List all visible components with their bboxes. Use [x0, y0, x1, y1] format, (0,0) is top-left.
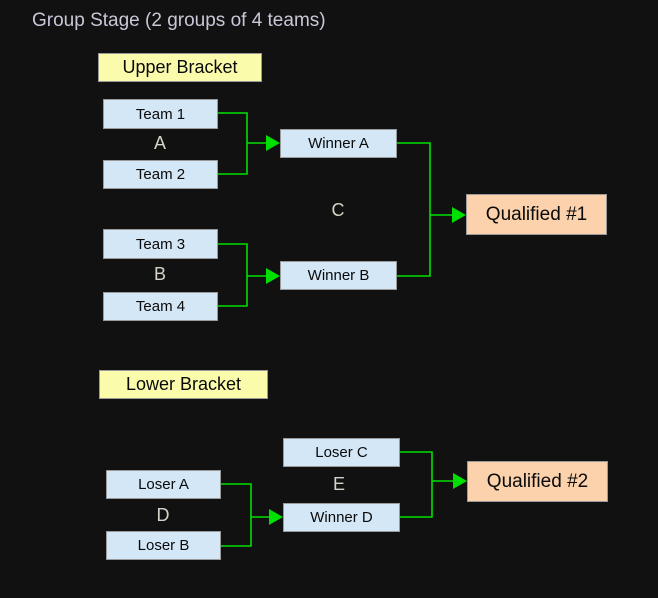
arrowhead-edge-match-a	[266, 135, 280, 151]
node-loser-c: Loser C	[283, 438, 400, 467]
connector-edge-match-a	[218, 112, 280, 175]
match-label-match-c: C	[331, 200, 345, 220]
node-winner-d: Winner D	[283, 503, 400, 532]
node-team-1: Team 1	[103, 99, 218, 129]
node-team-4: Team 4	[103, 292, 218, 321]
node-loser-b: Loser B	[106, 531, 221, 560]
connector-edge-match-b	[218, 243, 280, 307]
arrowhead-edge-match-b	[266, 268, 280, 284]
match-label-match-d: D	[156, 505, 170, 525]
match-label-match-b: B	[153, 264, 166, 284]
node-winner-a: Winner A	[280, 129, 397, 158]
bracket-band-upper-bracket: Upper Bracket	[98, 53, 262, 82]
node-qualified-1: Qualified #1	[466, 194, 607, 235]
connector-edge-match-c	[397, 142, 466, 277]
match-label-match-e: E	[332, 474, 345, 494]
node-team-2: Team 2	[103, 160, 218, 189]
node-loser-a: Loser A	[106, 470, 221, 499]
node-qualified-2: Qualified #2	[467, 461, 608, 502]
node-team-3: Team 3	[103, 229, 218, 259]
page-title: Group Stage (2 groups of 4 teams)	[32, 10, 326, 31]
arrowhead-edge-match-e	[453, 473, 467, 489]
arrowhead-edge-match-c	[452, 207, 466, 223]
match-label-match-a: A	[153, 133, 166, 153]
connector-edge-match-d	[221, 483, 283, 547]
node-winner-b: Winner B	[280, 261, 397, 290]
arrowhead-edge-match-d	[269, 509, 283, 525]
connector-edge-match-e	[400, 451, 467, 518]
bracket-band-lower-bracket: Lower Bracket	[99, 370, 268, 399]
